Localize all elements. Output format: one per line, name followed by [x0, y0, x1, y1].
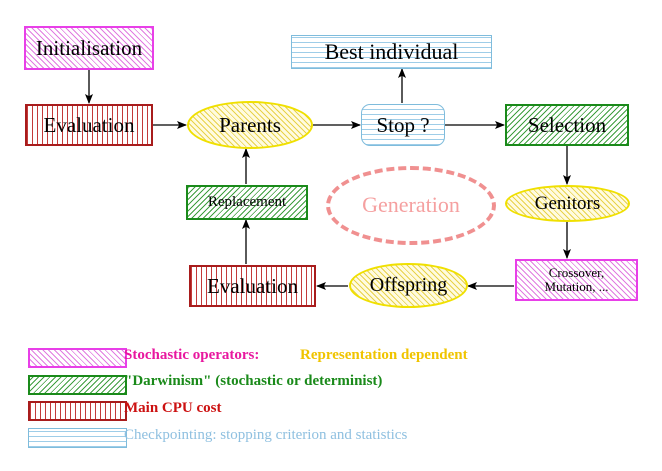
legend-swatch-darwinism [28, 375, 127, 395]
legend-label-main-cpu-cost: Main CPU cost [124, 400, 222, 416]
legend-swatch-checkpointing [28, 428, 127, 448]
node-initialisation[interactable]: Initialisation [24, 26, 154, 70]
node-best-individual-label: Best individual [324, 39, 459, 65]
node-operators-line1: Crossover, [548, 265, 605, 281]
node-initialisation-label: Initialisation [35, 35, 143, 60]
generation-boundary [326, 166, 496, 245]
node-parents[interactable]: Parents [187, 101, 313, 149]
node-genitors-label: Genitors [534, 192, 601, 214]
node-selection-label: Selection [527, 112, 607, 137]
node-replacement-label: Replacement [207, 193, 287, 210]
node-selection[interactable]: Selection [505, 104, 629, 146]
node-stop[interactable]: Stop ? [361, 104, 445, 146]
legend-swatch-stochastic-operators [28, 348, 127, 368]
node-evaluation-bottom-label: Evaluation [207, 273, 298, 298]
node-operators[interactable]: Crossover, Mutation, ... [515, 259, 638, 301]
node-evaluation-bottom[interactable]: Evaluation [189, 265, 316, 307]
generation-label: Generation [362, 192, 460, 217]
node-parents-label: Parents [219, 112, 281, 137]
node-operators-line2: Mutation, ... [544, 279, 609, 294]
legend-label-checkpointing: Checkpointing: stopping criterion and st… [124, 427, 408, 443]
legend-label-darwinism: "Darwinism" (stochastic or determinist) [124, 373, 383, 389]
node-replacement[interactable]: Replacement [186, 185, 308, 220]
node-genitors[interactable]: Genitors [505, 185, 630, 222]
node-best-individual[interactable]: Best individual [291, 35, 492, 69]
node-offspring[interactable]: Offspring [349, 263, 468, 308]
node-evaluation-top[interactable]: Evaluation [25, 104, 153, 146]
node-evaluation-top-label: Evaluation [43, 112, 135, 137]
node-stop-label: Stop ? [376, 112, 430, 137]
legend-swatch-main-cpu-cost [28, 401, 127, 421]
legend-label-representation-dependent: Representation dependent [300, 347, 468, 363]
legend-label-stochastic-operators: Stochastic operators: [124, 347, 260, 363]
node-offspring-label: Offspring [369, 274, 448, 296]
